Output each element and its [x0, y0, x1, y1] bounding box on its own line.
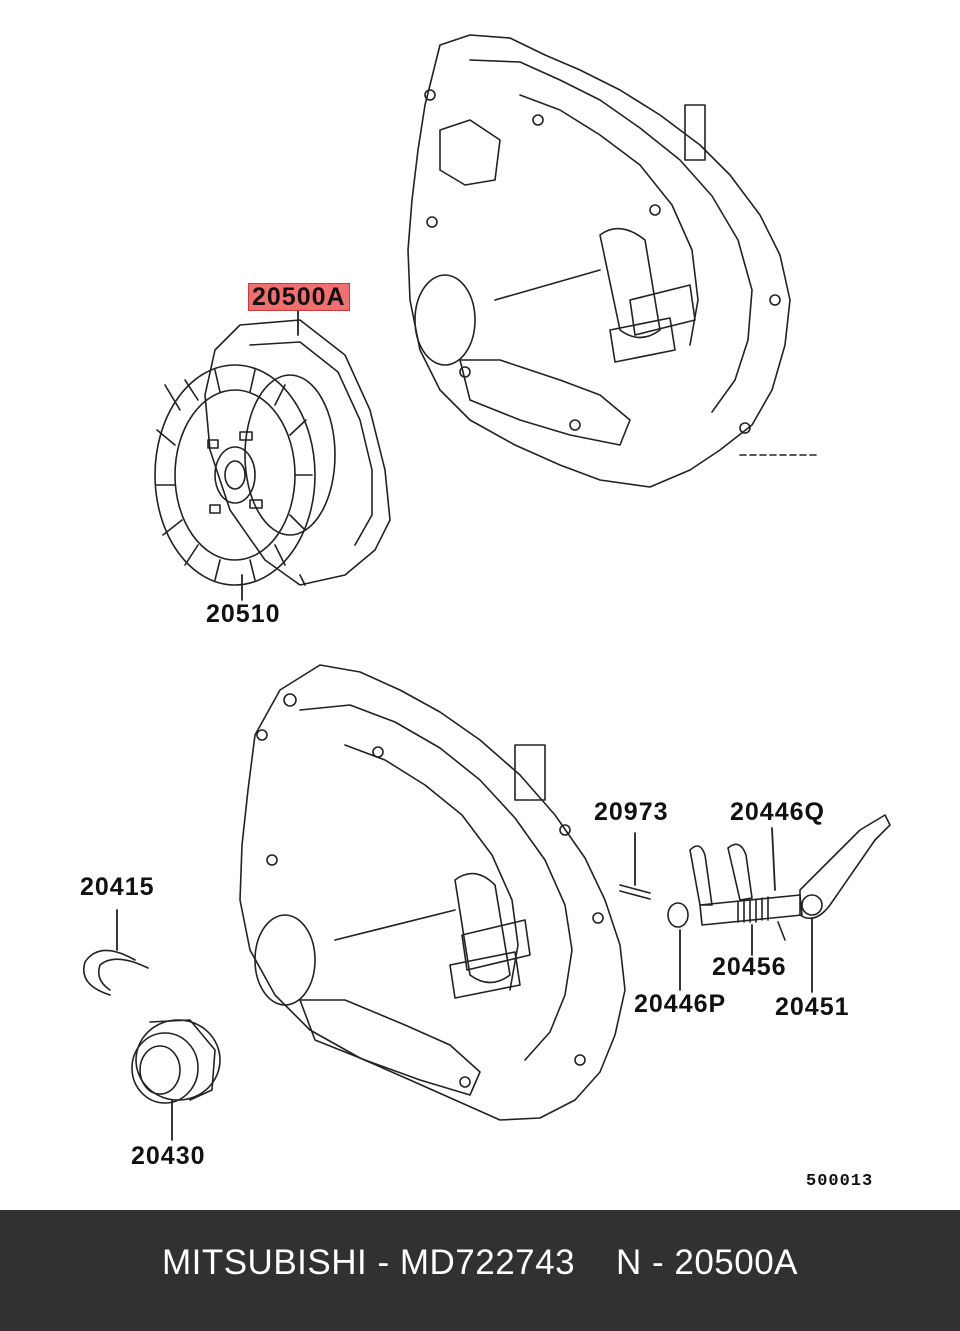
callout-20456[interactable]: 20456 [712, 953, 787, 981]
callout-20451[interactable]: 20451 [775, 993, 850, 1021]
parts-diagram [83, 34, 891, 1141]
footer-part-label: MITSUBISHI - MD722743 N - 20500A [161, 1243, 799, 1282]
footer-bar: MITSUBISHI - MD722743 N - 20500A [0, 1210, 960, 1331]
callout-20446Q[interactable]: 20446Q [730, 798, 825, 826]
retainer-spring-illustration [83, 949, 149, 996]
callout-20446P[interactable]: 20446P [634, 990, 727, 1018]
release-bearing-illustration [131, 1019, 221, 1104]
upper-transmission-housing [407, 34, 821, 488]
callout-20973[interactable]: 20973 [594, 798, 669, 826]
lower-transmission-housing [239, 664, 626, 1121]
leader-lines [116, 309, 813, 1141]
clutch-cover-illustration [204, 319, 391, 586]
clutch-disc-illustration [154, 364, 316, 586]
callout-20510[interactable]: 20510 [206, 600, 281, 628]
callout-20415[interactable]: 20415 [80, 873, 155, 901]
callout-20430[interactable]: 20430 [131, 1142, 206, 1170]
figure-number: 500013 [806, 1172, 874, 1191]
callout-20500A[interactable]: 20500A [248, 283, 350, 311]
pin-illustration [619, 884, 651, 900]
shift-shaft-assembly-illustration [667, 814, 891, 941]
